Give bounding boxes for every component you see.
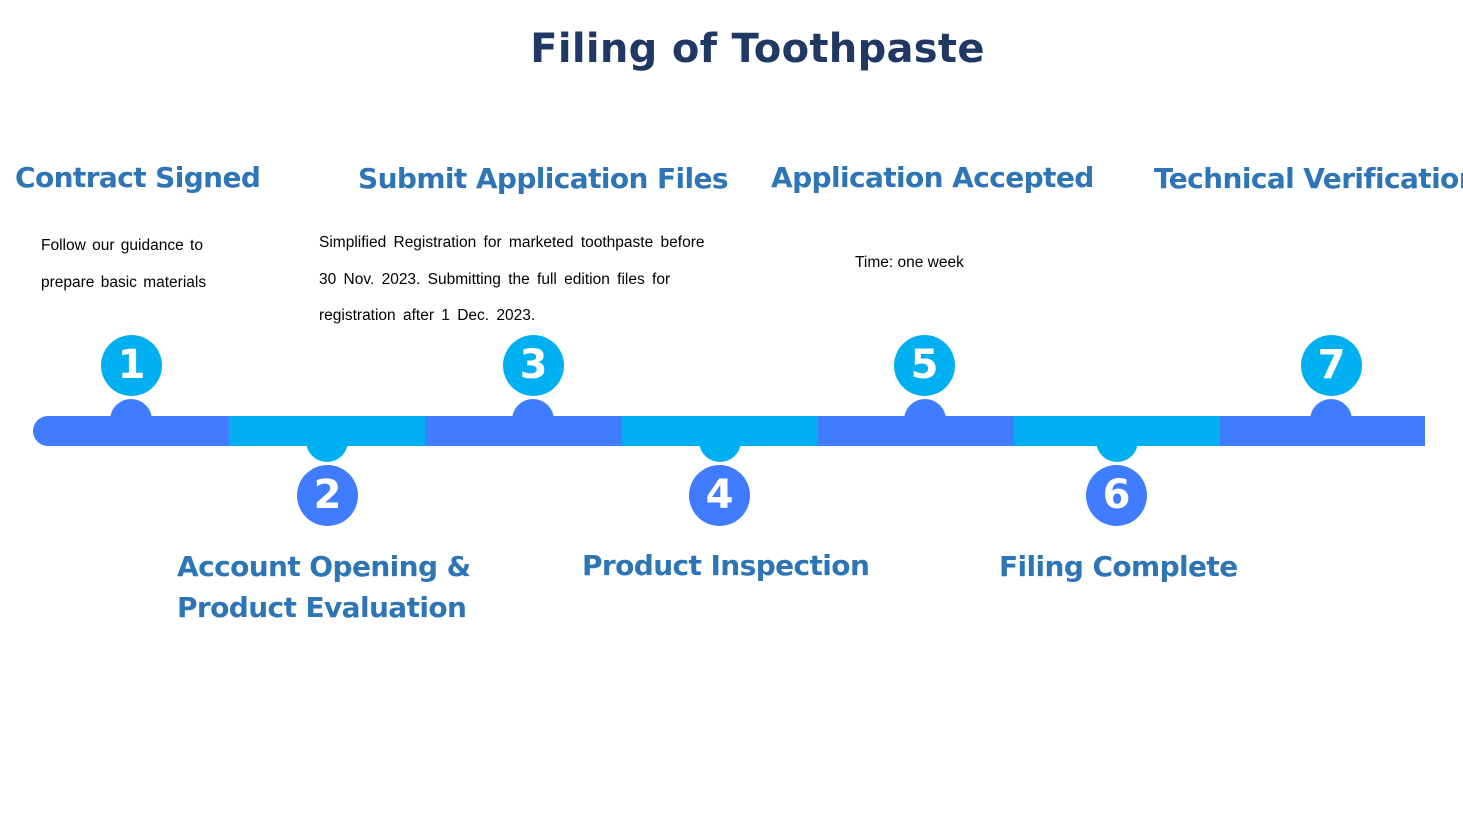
step-6-heading: Filing Complete — [999, 550, 1238, 583]
step-7-heading: Technical Verification — [1154, 162, 1463, 195]
step-6-number-badge: 6 — [1086, 465, 1147, 526]
step-5-description-line: Time: one week — [855, 254, 964, 271]
step-4-number-badge: 4 — [689, 465, 750, 526]
step-5-heading: Application Accepted — [771, 161, 1094, 194]
step-1-description: Follow our guidance to prepare basic mat… — [41, 228, 206, 301]
step-5-number-badge: 5 — [894, 335, 955, 396]
step-3-number-badge: 3 — [503, 335, 564, 396]
step-1-number-badge: 1 — [101, 335, 162, 396]
step-7-connector — [1310, 399, 1352, 441]
step-3-description: Simplified Registration for marketed too… — [319, 225, 704, 335]
step-4-connector — [699, 420, 741, 462]
step-1-description-line: prepare basic materials — [41, 273, 207, 291]
step-1-heading: Contract Signed — [15, 161, 261, 194]
step-4-heading: Product Inspection — [582, 549, 870, 582]
step-5-description: Time: one week — [855, 245, 964, 282]
step-1-connector — [110, 399, 152, 441]
step-2-number-badge: 2 — [297, 465, 358, 526]
step-3-heading: Submit Application Files — [358, 162, 729, 195]
page-title: Filing of Toothpaste — [530, 26, 985, 72]
step-3-description-line: registration after 1 Dec. 2023. — [319, 307, 536, 324]
step-3-connector — [512, 399, 554, 441]
step-2-heading-line-1: Account Opening & — [177, 550, 471, 583]
step-6-connector — [1096, 420, 1138, 462]
step-1-description-line: Follow our guidance to — [41, 237, 203, 254]
step-2-connector — [306, 420, 348, 462]
step-2-heading: Account Opening & Product Evaluation — [177, 546, 471, 628]
step-7-number-badge: 7 — [1301, 335, 1362, 396]
step-3-description-line: Simplified Registration for marketed too… — [319, 234, 705, 251]
step-3-description-line: 30 Nov. 2023. Submitting the full editio… — [319, 270, 671, 288]
step-2-heading-line-2: Product Evaluation — [177, 591, 467, 624]
step-5-connector — [904, 399, 946, 441]
